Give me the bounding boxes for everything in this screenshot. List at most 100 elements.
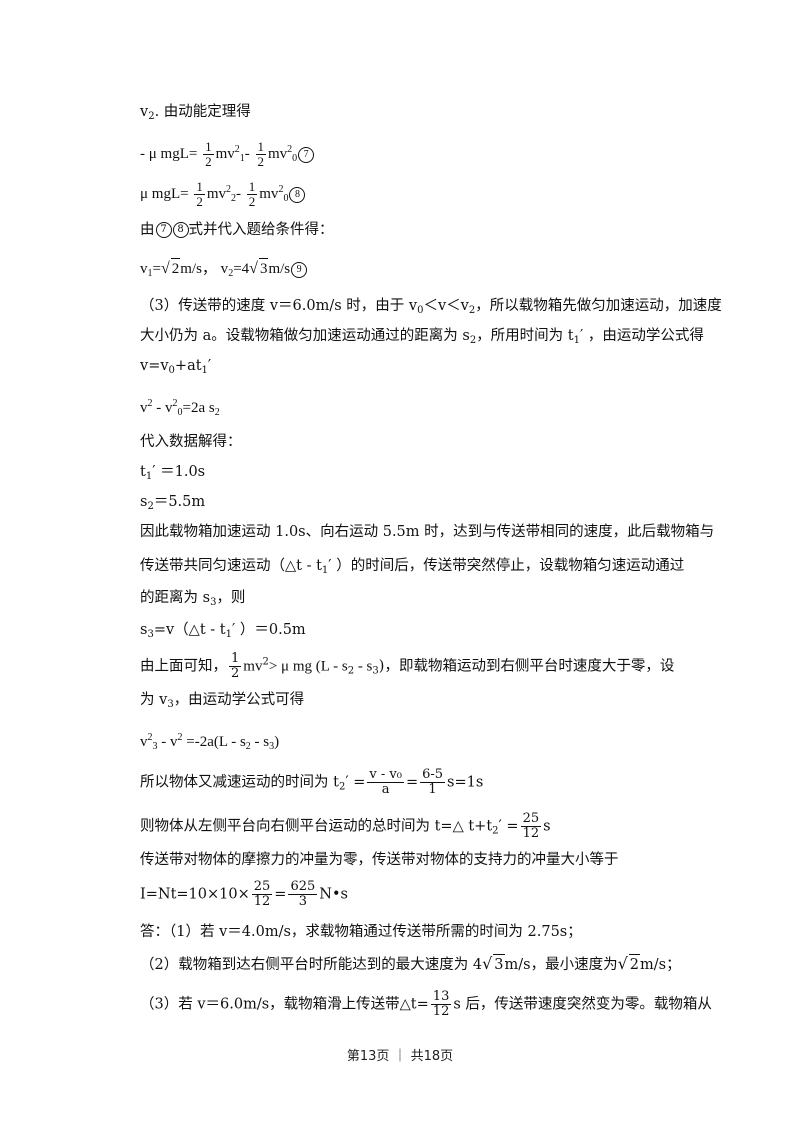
text: =v（△t - t <box>153 622 226 638</box>
frac-num: 6-5 <box>420 767 446 783</box>
frac-num: 1 <box>255 139 266 156</box>
text: v=v <box>140 358 169 374</box>
eq-text: μ mgL= <box>140 186 189 202</box>
text: ′ <box>207 358 212 374</box>
circled-number-7: 7 <box>155 222 172 238</box>
text-line: t1′ ＝1.0s <box>140 462 205 487</box>
equation-10: v23 - v2 =-2a(L - s2 - s3) <box>140 728 279 757</box>
subscript: 2 <box>347 665 355 677</box>
subscript: 3 <box>372 665 379 677</box>
text: s=1s <box>447 774 484 791</box>
text-v: v <box>140 104 149 120</box>
subscript: 3 <box>152 741 158 752</box>
frac-num: v - v₀ <box>367 767 404 783</box>
subscript: 0 <box>177 407 183 418</box>
text: m/s，最小速度为 <box>504 957 618 973</box>
subscript: 1 <box>321 565 329 576</box>
superscript: 2 <box>262 656 269 668</box>
eq-text: = <box>152 261 161 277</box>
text: = <box>405 774 419 791</box>
text: ′ = <box>498 818 519 835</box>
eq-text: - v <box>157 734 178 750</box>
subscript: 0 <box>417 305 424 316</box>
subscript: 0 <box>283 193 289 204</box>
eq-text: mv <box>259 186 279 202</box>
text: +at <box>174 358 202 374</box>
text-line: 传送带共同匀速运动（△t - t1′ ）的时间后，传送带突然停止，设载物箱匀速运… <box>140 556 684 581</box>
page-footer: 第13页 ｜ 共18页 <box>346 1049 454 1064</box>
text: 传送带对物体的摩擦力的冲量为零，传送带对物体的支持力的冲量大小等于 <box>140 852 619 868</box>
text-line: 为 v3，由运动学公式可得 <box>140 690 304 715</box>
superscript: 2 <box>226 184 232 195</box>
frac-num: 25 <box>251 879 273 895</box>
eq-text: - μ mgL= <box>140 146 198 162</box>
text: 由 <box>140 222 155 238</box>
eq-text: - <box>244 146 250 162</box>
subscript: 2 <box>228 268 234 279</box>
text-line: s2＝5.5m <box>140 492 205 517</box>
text: I=Nt=10×10× <box>140 886 250 903</box>
subscript: 1 <box>147 268 153 279</box>
sqrt-content: 2 <box>170 258 181 279</box>
superscript: 2 <box>172 398 178 409</box>
text: . 由动能定理得 <box>154 104 251 120</box>
text: ′ ）＝0.5m <box>231 622 306 638</box>
subscript: 3 <box>147 629 154 640</box>
frac-den: 2 <box>205 154 212 170</box>
text-line: v=v0+at1′ <box>140 356 211 381</box>
frac-den: 1 <box>428 782 437 797</box>
subscript: 2 <box>468 305 476 316</box>
circled-number-9: 9 <box>291 261 308 278</box>
eq-text: - s <box>354 658 373 675</box>
text: 式并代入题给条件得： <box>188 222 334 238</box>
frac-num: 1 <box>246 179 258 196</box>
text: ，则 <box>216 590 246 606</box>
sqrt-icon: √ <box>482 954 493 973</box>
text: ′ ＝1.0s <box>152 464 206 480</box>
eq-text: mv <box>215 146 235 162</box>
frac-den: 2 <box>196 194 203 210</box>
subscript: 0 <box>168 365 175 376</box>
subscript: 3 <box>269 741 275 752</box>
text: （3）若 v＝6.0m/s，载物箱滑上传送带△t= <box>140 996 429 1013</box>
eq-text: =2a s <box>182 400 215 416</box>
text: ′ ）的时间后，传送带突然停止，设载物箱匀速运动通过 <box>328 558 685 574</box>
frac-den: 3 <box>298 894 307 909</box>
subscript: 1 <box>239 153 245 164</box>
subscript: 2 <box>148 111 155 122</box>
text: ＝5.5m <box>153 494 206 510</box>
eq-text: v <box>140 400 148 416</box>
eq-text: - v <box>152 400 173 416</box>
text: 的距离为 s <box>140 590 211 606</box>
subscript: 2 <box>245 741 251 752</box>
text: s <box>140 622 148 638</box>
sqrt-icon: √ <box>617 954 628 973</box>
eq-text: > μ mg (L - s <box>268 658 348 675</box>
subscript: 1 <box>145 471 153 482</box>
superscript: 2 <box>234 144 240 155</box>
answer-line-2: （2）载物箱到达右侧平台时所能达到的最大速度为 4√3m/s，最小速度为√2m/… <box>140 954 681 975</box>
eq-text: =4 <box>233 261 250 277</box>
frac-num: 1 <box>194 179 205 196</box>
text: ，所以载物箱先做匀加速运动，加速度 <box>475 298 722 314</box>
text: 为 v <box>140 692 168 708</box>
frac-den: a <box>381 782 390 797</box>
superscript: 2 <box>278 184 284 195</box>
frac-den: 2 <box>231 666 240 681</box>
text-line: 的距离为 s3，则 <box>140 588 245 613</box>
eq-text: ) <box>274 734 280 750</box>
text-line: 大小仍为 a。设载物箱做匀加速运动通过的距离为 s2，所用时间为 t1′ ，由运… <box>140 326 704 351</box>
text: t <box>140 464 146 480</box>
text: 由上面可知， <box>140 658 227 675</box>
text: s <box>543 818 551 835</box>
